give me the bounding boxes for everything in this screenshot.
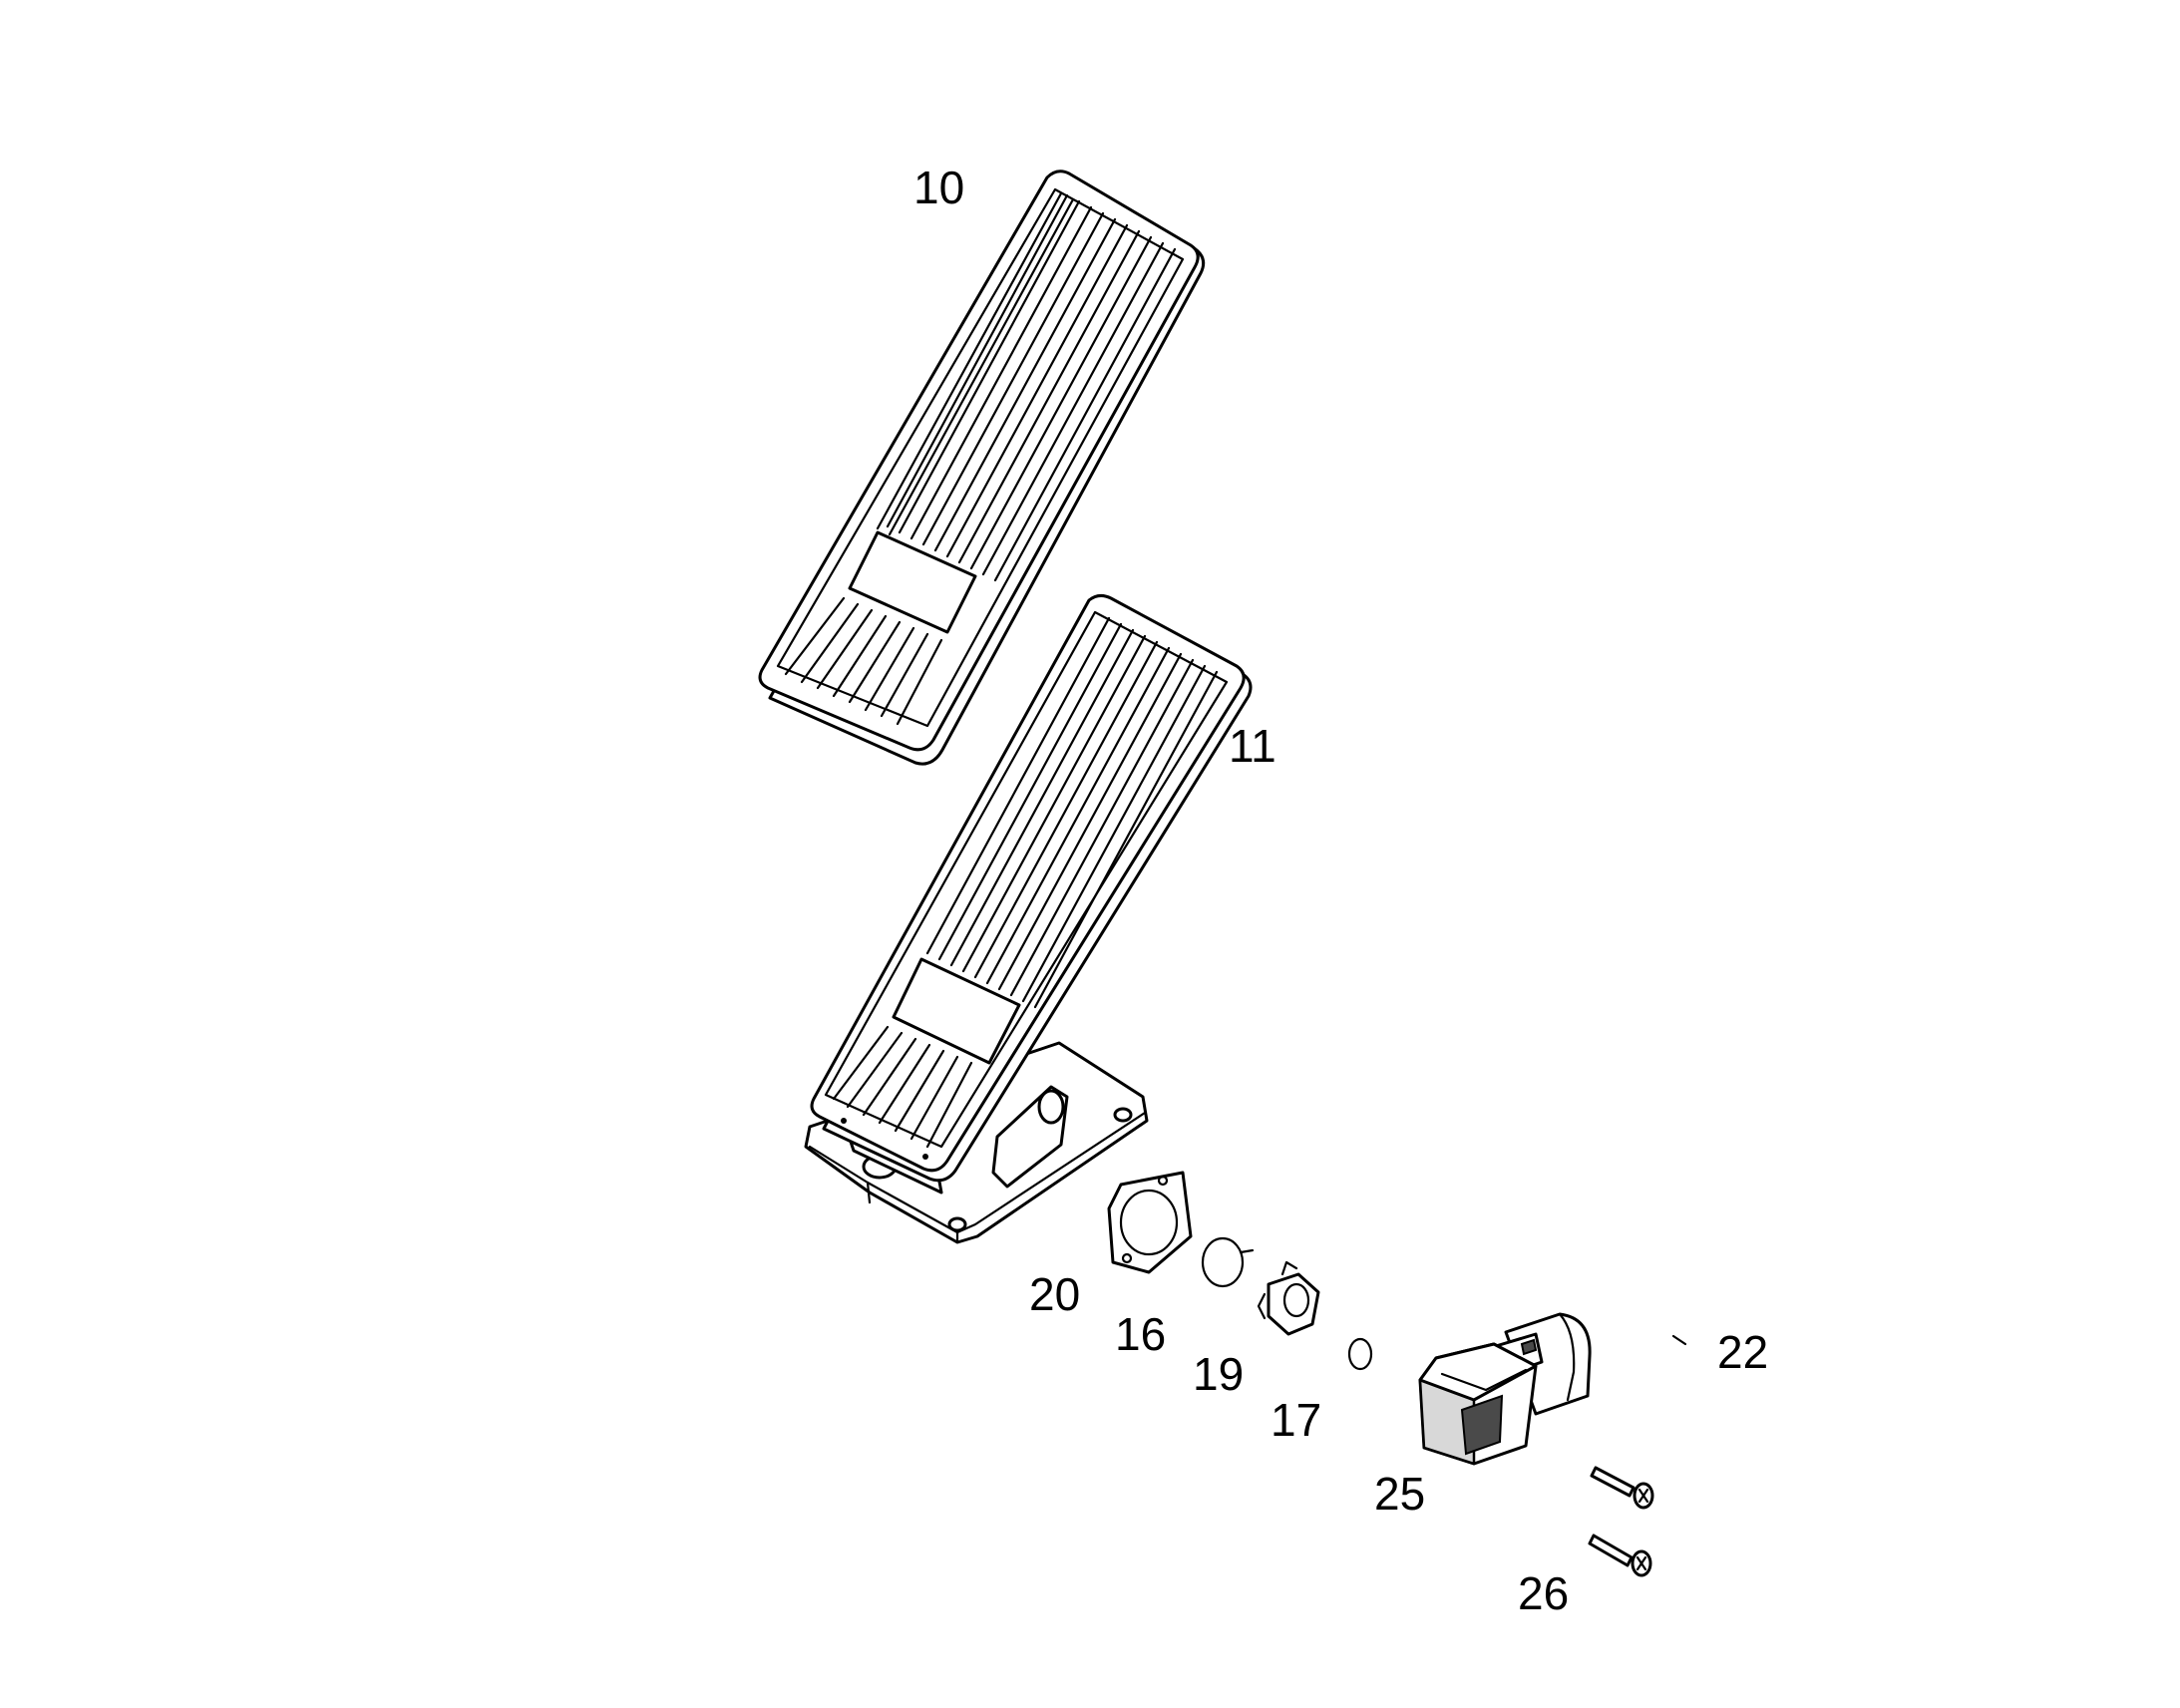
part-25-sensor-module[interactable] [1418,1312,1592,1466]
part-10-label-plate [848,530,977,634]
callout-16: 16 [1115,1308,1166,1360]
callout-19: 19 [1193,1348,1244,1400]
part-11-label-plate [892,957,1021,1065]
part-20-gasket[interactable] [1107,1171,1193,1274]
part-16-spring-clip[interactable] [1201,1236,1255,1288]
callout-17: 17 [1271,1394,1321,1446]
part-19-bushing[interactable] [1257,1260,1320,1336]
part-11-grip-ribs [832,616,1219,1149]
callout-25: 25 [1374,1468,1425,1520]
callout-10: 10 [913,162,964,213]
part-26-screw-lower[interactable] [1588,1534,1652,1577]
part-11-pedal-assembly[interactable] [804,593,1253,1244]
part-22-pin[interactable] [1671,1334,1687,1346]
callout-11: 11 [1229,720,1276,772]
part-10-pedal-pad[interactable] [758,170,1206,766]
part-10-grip-ribs [784,191,1177,726]
callout-20: 20 [1029,1268,1080,1320]
callout-26: 26 [1518,1567,1569,1619]
callout-22: 22 [1717,1326,1768,1378]
part-17-o-ring[interactable] [1347,1337,1373,1371]
part-26-screws[interactable] [1588,1466,1654,1577]
part-26-screw-upper[interactable] [1590,1466,1654,1510]
